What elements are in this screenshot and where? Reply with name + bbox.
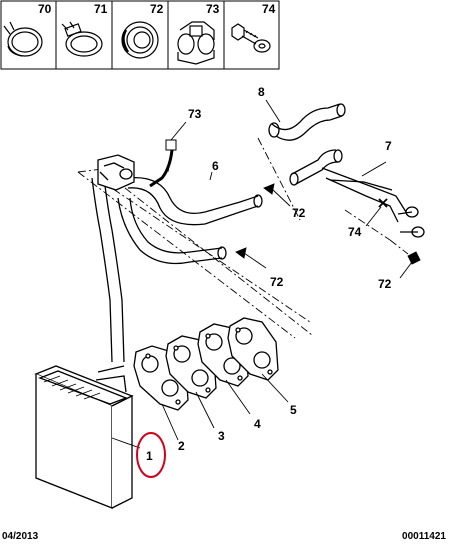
callout-74: 74	[348, 225, 362, 239]
hose-lower	[117, 197, 227, 265]
bolt-washer-icon	[231, 23, 271, 53]
callout-3: 3	[218, 429, 225, 443]
hose-clamp-screw-icon	[61, 21, 103, 57]
heater-pipes	[91, 177, 125, 363]
callout-5: 5	[290, 403, 297, 417]
header-part-number-73: 73	[206, 2, 220, 16]
hose-6	[127, 177, 263, 226]
gasket-plate-5	[227, 317, 279, 381]
parts-header	[0, 0, 280, 70]
seal-72-arrows	[235, 183, 421, 279]
clip-74-marker	[365, 198, 388, 227]
hose-clamp-band-icon	[3, 21, 43, 57]
callout-4: 4	[254, 417, 261, 431]
callout-2: 2	[178, 439, 185, 453]
footer-reference: 00011421	[402, 531, 446, 542]
assembly-guide-lines	[77, 137, 409, 339]
double-clip-icon	[177, 21, 215, 65]
footer-date: 04/2013	[2, 531, 39, 542]
header-part-number-71: 71	[94, 2, 108, 16]
hose-8	[265, 99, 346, 141]
callout-7: 7	[385, 139, 392, 153]
heater-core	[34, 365, 141, 509]
header-part-number-74: 74	[262, 2, 276, 16]
cable-73	[149, 121, 187, 188]
callout-72-upper: 72	[292, 206, 306, 220]
header-part-number-70: 70	[38, 2, 52, 16]
valve-block	[97, 154, 135, 191]
callout-6: 6	[212, 159, 219, 173]
callout-72-middle: 72	[270, 275, 284, 289]
seal-ring-icon	[121, 21, 159, 59]
callout-73: 73	[188, 107, 202, 121]
callout-72-right: 72	[378, 277, 392, 291]
leader-lines	[161, 171, 289, 441]
header-part-number-72: 72	[150, 2, 164, 16]
callout-8: 8	[258, 85, 265, 99]
highlight-circle	[136, 432, 166, 478]
pipe-7	[289, 149, 425, 238]
callout-1: 1	[146, 449, 153, 463]
